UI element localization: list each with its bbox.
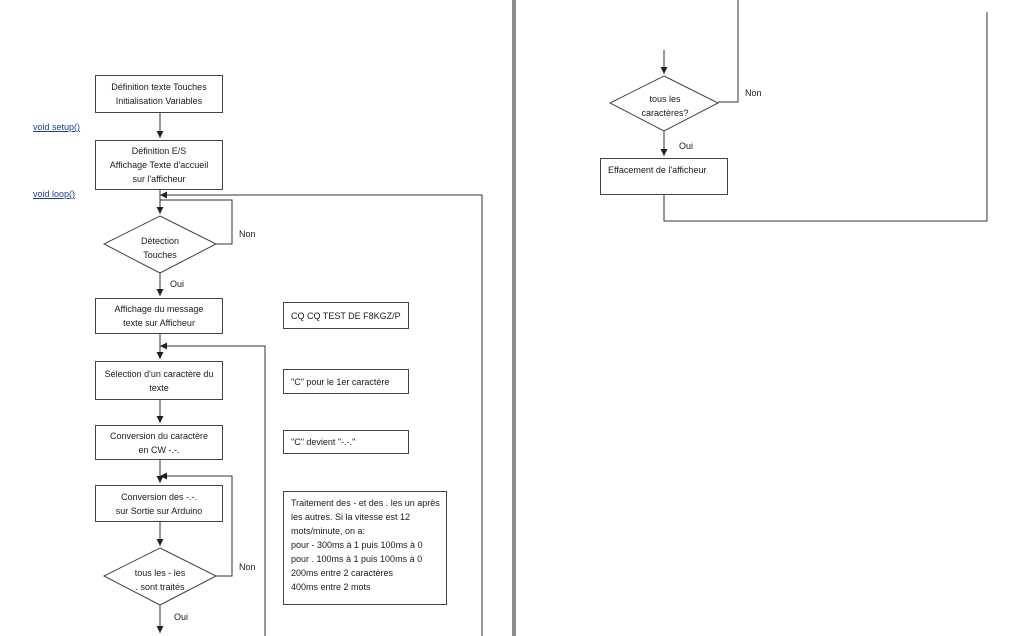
void-loop-label: void loop() xyxy=(33,189,76,199)
box-clear-display-text: Effacement de l'afficheur xyxy=(608,165,707,175)
note-message-text: CQ CQ TEST DE F8KGZ/P xyxy=(291,310,401,321)
note-timing-line: 400ms entre 2 mots xyxy=(291,582,371,592)
note-timing-line: pour - 300ms à 1 puis 100ms à 0 xyxy=(291,540,423,550)
decision-all-chars-text: tous les caractères? xyxy=(620,92,710,120)
box-io-setup-line: Définition E/S xyxy=(131,146,187,156)
box-display-message-line: texte sur Afficheur xyxy=(123,318,195,328)
decision-all-chars-line: tous les xyxy=(649,94,681,104)
page-separator xyxy=(512,0,516,636)
decision-key-detection-line: Détection xyxy=(140,236,180,246)
box-definition-line: Définition texte Touches xyxy=(111,82,207,92)
decision-all-signs-shape xyxy=(102,547,218,606)
note-timing-line: Traitement des - et des . les un après xyxy=(291,498,440,508)
box-io-setup: Définition E/S Affichage Texte d'accueil… xyxy=(95,140,223,190)
note-first-char: "C" pour le 1er caractère xyxy=(283,369,409,394)
note-becomes-text: "C" devient "-.-." xyxy=(291,437,356,447)
decision-all-signs-line: . sont traités xyxy=(135,582,185,592)
decision-all-chars-shape xyxy=(608,75,720,132)
box-io-setup-line: sur l'afficheur xyxy=(132,174,186,184)
note-becomes: "C" devient "-.-." xyxy=(283,430,409,454)
box-convert-char: Conversion du caractère en CW -.-. xyxy=(95,425,223,460)
box-convert-output-line: sur Sortie sur Arduino xyxy=(115,505,203,516)
note-timing-line: 200ms entre 2 caractères xyxy=(291,568,394,578)
decision-all-signs-text: tous les - les . sont traités xyxy=(110,566,210,594)
note-timing-line: mots/minute, on a: xyxy=(291,526,366,536)
edge-label-no-key: Non xyxy=(239,229,256,239)
note-timing: Traitement des - et des . les un après l… xyxy=(283,491,447,605)
decision-all-chars-line: caractères? xyxy=(641,108,689,118)
note-timing-line: les autres. Si la vitesse est 12 xyxy=(291,512,411,522)
edge-label-yes-signs: Oui xyxy=(174,612,189,622)
decision-key-detection-text: Détection Touches xyxy=(110,234,210,262)
box-convert-output: Conversion des -.-. sur Sortie sur Ardui… xyxy=(95,485,223,522)
box-select-char: Sélection d'un caractère du texte xyxy=(95,361,223,400)
box-display-message-line: Affichage du message xyxy=(114,304,204,314)
box-definition: Définition texte Touches Initialisation … xyxy=(95,75,223,113)
decision-key-detection-shape xyxy=(102,215,218,274)
edge-label-yes-chars: Oui xyxy=(679,141,694,151)
decision-all-signs-line: tous les - les xyxy=(134,568,186,578)
box-select-char-line: texte xyxy=(149,382,169,393)
edge-label-yes-key: Oui xyxy=(170,279,185,289)
box-select-char-line: Sélection d'un caractère du xyxy=(104,368,214,379)
edge-label-no-signs: Non xyxy=(239,562,256,572)
note-first-char-text: "C" pour le 1er caractère xyxy=(291,376,390,387)
edge-label-no-chars: Non xyxy=(745,88,762,98)
note-message: CQ CQ TEST DE F8KGZ/P xyxy=(283,302,409,329)
void-setup-label: void setup() xyxy=(33,122,81,132)
decision-key-detection-line: Touches xyxy=(143,250,177,260)
box-convert-char-line: Conversion du caractère xyxy=(109,430,209,441)
box-convert-char-line: en CW -.-. xyxy=(138,444,180,455)
box-definition-line: Initialisation Variables xyxy=(115,96,203,106)
box-convert-output-line: Conversion des -.-. xyxy=(120,491,198,502)
box-display-message: Affichage du message texte sur Afficheur xyxy=(95,298,223,334)
box-io-setup-line: Affichage Texte d'accueil xyxy=(109,160,209,170)
note-timing-line: pour . 100ms à 1 puis 100ms à 0 xyxy=(291,554,423,564)
box-clear-display: Effacement de l'afficheur xyxy=(600,158,728,195)
